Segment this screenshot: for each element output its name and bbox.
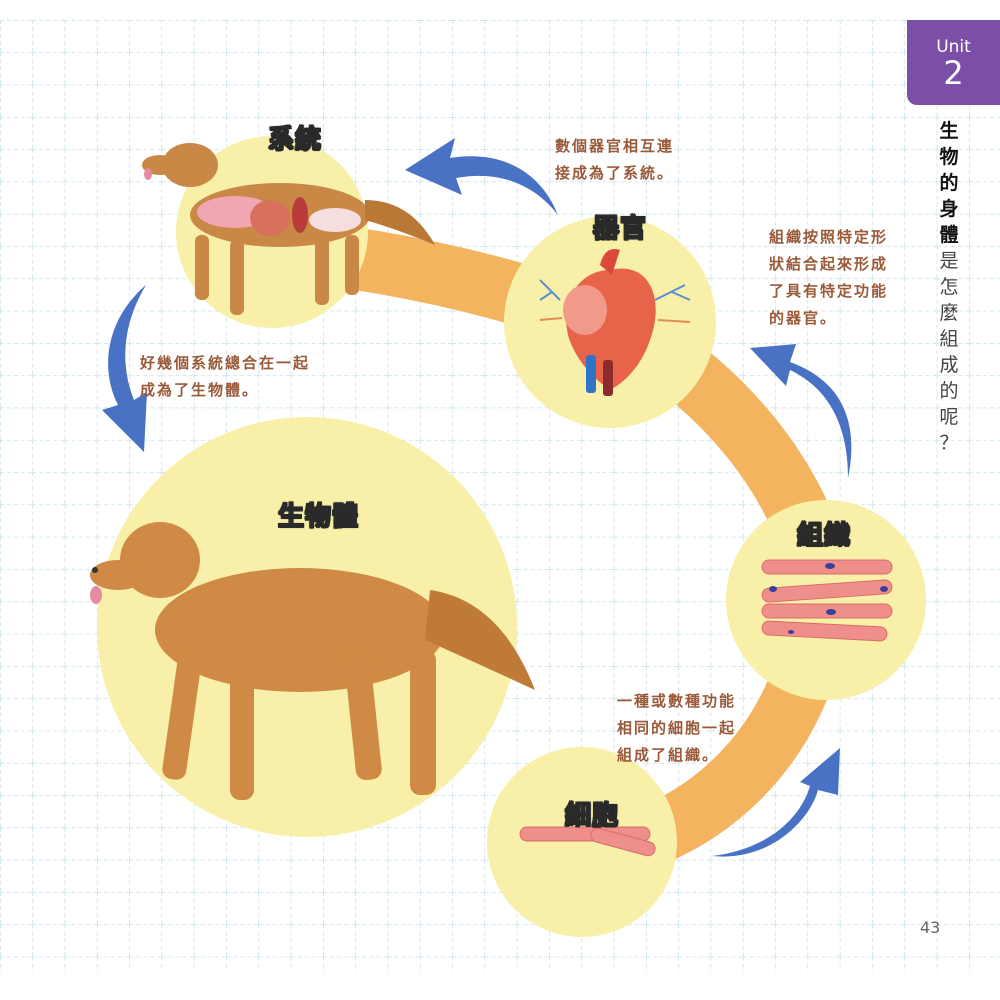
title-char: 是 — [939, 250, 959, 272]
vertical-chapter-title: 生 物 的 身 體 是 怎 麼 組 成 的 呢 ？ — [935, 118, 963, 456]
title-char: 生 — [939, 120, 959, 142]
title-char: 物 — [939, 146, 959, 168]
unit-number: 2 — [943, 54, 964, 92]
note-system-to-organism: 好幾個系統總合在一起 成為了生物體。 — [140, 354, 311, 399]
title-char: 麼 — [939, 302, 959, 324]
label-system: 系統 — [267, 125, 323, 155]
arrows — [102, 138, 852, 857]
title-char: ？ — [939, 432, 959, 454]
organism-dog-illustration — [90, 522, 535, 800]
title-char: 體 — [939, 224, 959, 246]
title-char: 身 — [939, 198, 959, 220]
organ-heart-illustration — [539, 249, 691, 396]
title-char: 成 — [939, 354, 959, 376]
title-char: 的 — [939, 380, 959, 402]
cell-circle — [487, 747, 677, 937]
title-char: 怎 — [939, 276, 959, 298]
unit-label: Unit — [936, 37, 971, 57]
arrow-cell-to-tissue — [712, 748, 840, 857]
title-char: 呢 — [939, 406, 959, 428]
unit-tab: Unit 2 — [907, 20, 1000, 105]
tissue-muscle-illustration — [761, 559, 893, 642]
system-dog-illustration — [142, 143, 435, 315]
connection-band — [325, 224, 849, 870]
label-tissue: 組織 — [796, 521, 852, 551]
tissue-circle — [726, 500, 926, 700]
arrow-organ-to-system — [405, 138, 558, 215]
note-organ-to-system: 數個器官相互連 接成為了系統。 — [555, 137, 675, 182]
label-organ: 器官 — [592, 214, 648, 244]
label-organism: 生物體 — [277, 502, 360, 532]
page-number: 43 — [920, 918, 941, 937]
note-cell-to-tissue: 一種或數種功能 相同的細胞一起 組成了組織。 — [617, 692, 737, 764]
label-cell: 細胞 — [564, 801, 620, 831]
title-char: 組 — [939, 328, 959, 350]
title-char: 的 — [939, 172, 959, 194]
note-tissue-to-organ: 組織按照特定形 狀結合起來形成 了具有特定功能 的器官。 — [769, 228, 889, 327]
arrow-tissue-to-organ — [750, 344, 852, 478]
cell-muscle-illustration — [519, 826, 656, 857]
arrow-system-to-organism — [102, 285, 147, 452]
